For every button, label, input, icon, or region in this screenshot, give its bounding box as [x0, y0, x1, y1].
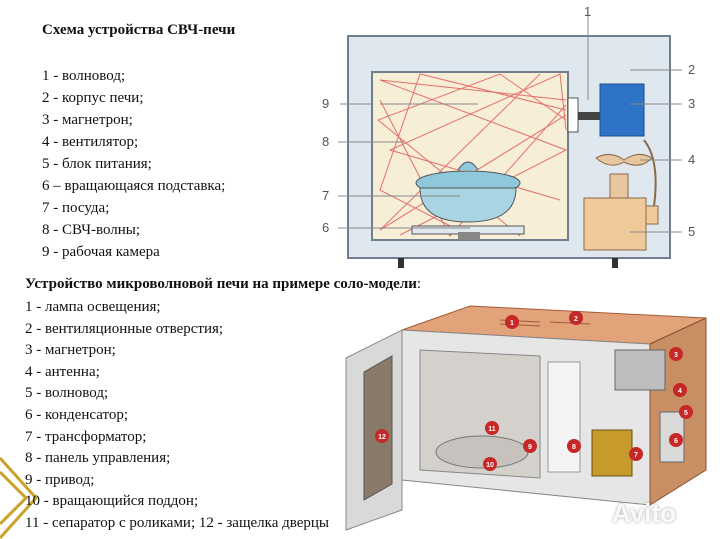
- oven-leg-right: [612, 258, 618, 268]
- badge-4: 4: [673, 383, 687, 397]
- bottom-legend-item: 1 - лампа освещения;: [25, 299, 161, 315]
- badge-11: 11: [485, 421, 499, 435]
- svg-text:12: 12: [378, 434, 386, 441]
- power-wire: [643, 139, 657, 207]
- badge-10: 10: [483, 457, 497, 471]
- diagram-number-9: 9: [322, 96, 329, 111]
- svg-text:1: 1: [510, 320, 514, 327]
- top-legend-item: 3 - магнетрон;: [42, 112, 133, 128]
- bottom-title: Устройство микроволновой печи на примере…: [25, 276, 421, 293]
- control-panel: [547, 361, 581, 473]
- diagram-number-5: 5: [688, 224, 695, 239]
- diagram-number-1: 1: [584, 4, 591, 19]
- door-window: [363, 355, 393, 501]
- waveguide: [567, 97, 579, 133]
- top-legend-list: 1 - волновод; 2 - корпус печи; 3 - магне…: [42, 65, 225, 263]
- magnetron-block: [614, 349, 666, 391]
- bottom-legend-item: 6 - конденсатор;: [25, 406, 129, 423]
- svg-text:11: 11: [488, 426, 496, 433]
- bottom-legend-item: 3 - магнетрон;: [25, 342, 116, 359]
- badge-8: 8: [567, 439, 581, 453]
- diagram-number-6: 6: [322, 220, 329, 235]
- top-title: Схема устройства СВЧ-печи: [42, 22, 236, 38]
- svg-text:3: 3: [674, 352, 678, 359]
- diagram-number-2: 2: [688, 62, 695, 77]
- svg-text:10: 10: [486, 462, 494, 469]
- diagram-number-3: 3: [688, 96, 695, 111]
- svg-text:6: 6: [674, 438, 678, 445]
- top-legend-item: 8 - СВЧ-волны;: [42, 222, 141, 238]
- svg-text:5: 5: [684, 410, 688, 417]
- svg-text:9: 9: [528, 444, 532, 451]
- badge-7: 7: [629, 447, 643, 461]
- waveguide-antenna: [578, 112, 602, 120]
- microwave-cutaway-illustration: [345, 305, 707, 531]
- diagram-number-8: 8: [322, 134, 329, 149]
- badge-2: 2: [569, 311, 583, 325]
- top-legend-item: 9 - рабочая камера: [42, 244, 160, 260]
- badge-1: 1: [505, 315, 519, 329]
- avito-watermark: Avito: [612, 498, 677, 528]
- svg-text:4: 4: [678, 388, 682, 395]
- bottom-title-bold: Устройство микроволновой печи на примере…: [25, 276, 417, 292]
- bottom-legend-item: 5 - волновод;: [25, 385, 109, 402]
- oven-leg-left: [398, 258, 404, 268]
- bottom-legend-item: 2 - вентиляционные отверстия;: [25, 320, 224, 337]
- turntable-base: [458, 232, 480, 240]
- fan-mount: [609, 173, 629, 199]
- bottom-legend-item: 4 - антенна;: [25, 363, 100, 380]
- power-supply: [583, 197, 647, 251]
- magnetron: [599, 83, 645, 137]
- bottom-legend-list: 1 - лампа освещения; 2 - вентиляционные …: [25, 297, 329, 535]
- diagram-number-4: 4: [688, 152, 695, 167]
- top-legend-item: 2 - корпус печи;: [42, 90, 144, 106]
- glass-tray: [435, 435, 529, 469]
- pot-knob: [457, 161, 479, 171]
- decorative-chevrons: [0, 456, 39, 539]
- badge-3: 3: [669, 347, 683, 361]
- bottom-title-suffix: :: [416, 276, 422, 292]
- top-legend-item: 4 - вентилятор;: [42, 134, 139, 150]
- power-supply-box: [645, 205, 659, 225]
- bottom-legend-item: 8 - панель управления;: [25, 450, 171, 467]
- badge-12: 12: [375, 429, 389, 443]
- badge-5: 5: [679, 405, 693, 419]
- top-legend-item: 5 - блок питания;: [42, 156, 152, 172]
- bottom-legend-item: 10 - вращающийся поддон;: [25, 493, 199, 510]
- transformer-block: [591, 429, 633, 477]
- badge-6: 6: [669, 433, 683, 447]
- bottom-legend-item: 9 - привод;: [25, 471, 95, 488]
- badge-9: 9: [523, 439, 537, 453]
- top-legend-item: 7 - посуда;: [42, 200, 110, 216]
- bottom-legend-item: 7 - трансформатор;: [25, 428, 147, 445]
- svg-text:7: 7: [634, 452, 638, 459]
- top-legend-item: 6 – вращающаяся подставка;: [42, 178, 226, 194]
- top-legend-item: 1 - волновод;: [42, 68, 126, 84]
- svg-text:2: 2: [574, 316, 578, 323]
- bottom-legend-item: 11 - сепаратор с роликами; 12 - защелка …: [25, 514, 330, 531]
- diagram-number-7: 7: [322, 188, 329, 203]
- svg-text:8: 8: [572, 444, 576, 451]
